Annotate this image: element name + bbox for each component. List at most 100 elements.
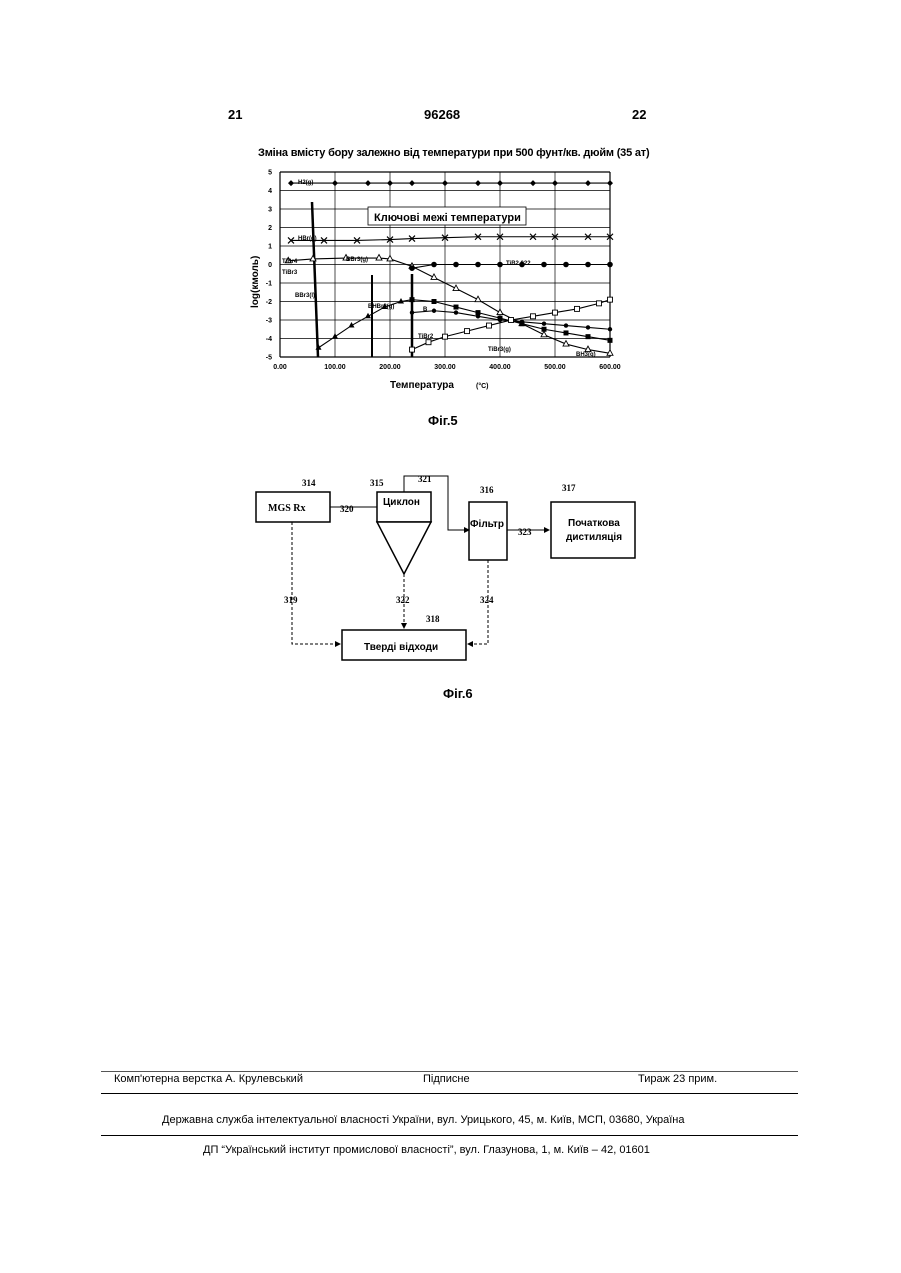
marker-s7-p7 xyxy=(564,330,569,335)
marker-s6-p8 xyxy=(586,325,590,329)
label-bhbr2: BHBr2(g) xyxy=(368,304,394,310)
marker-s5-p10 xyxy=(608,297,613,302)
marker-s5-p1 xyxy=(426,340,431,345)
x-tick-label: 0.00 xyxy=(273,364,287,371)
marker-s6-p2 xyxy=(454,310,458,314)
marker-s0-p11 xyxy=(607,180,613,186)
fig5-caption: Фіг.5 xyxy=(428,413,458,428)
x-tick-label: 200.00 xyxy=(379,364,401,371)
marker-s0-p9 xyxy=(552,180,558,186)
marker-s5-p9 xyxy=(597,301,602,306)
mgs-rx-label: MGS Rx xyxy=(268,503,306,514)
footer-office: Державна служба інтелектуальної власност… xyxy=(162,1114,685,1126)
label-hbr: HBr(g) xyxy=(298,236,317,242)
marker-s0-p5 xyxy=(442,180,448,186)
document-number: 96268 xyxy=(424,107,460,122)
filter-label: Фільтр xyxy=(470,519,504,530)
marker-s5-p3 xyxy=(465,329,470,334)
y-tick-label: 3 xyxy=(268,207,272,214)
x-tick-label: 400.00 xyxy=(489,364,511,371)
footer-rule-bottom xyxy=(101,1135,798,1136)
num-315: 315 xyxy=(370,478,384,488)
marker-s5-p8 xyxy=(575,306,580,311)
y-tick-label: 2 xyxy=(268,225,272,232)
line-319 xyxy=(292,522,340,644)
footer-rule-top xyxy=(101,1071,798,1072)
series-line-1 xyxy=(291,237,610,241)
marker-s3-p4 xyxy=(497,262,503,268)
marker-s6-p1 xyxy=(432,309,436,313)
x-tick-labels: 0.00100.00200.00300.00400.00500.00600.00 xyxy=(273,364,621,371)
page-number-right: 22 xyxy=(632,107,646,122)
marker-s7-p2 xyxy=(454,305,459,310)
label-bbr3l: BBr3(l) xyxy=(295,293,315,299)
cyclone-label: Циклон xyxy=(383,497,420,508)
marker-s3-p9 xyxy=(607,262,613,268)
y-axis-title: log(кмоль) xyxy=(250,256,261,308)
x-tick-label: 500.00 xyxy=(544,364,566,371)
y-tick-label: 1 xyxy=(268,244,272,251)
marker-s0-p10 xyxy=(585,180,591,186)
marker-s0-p2 xyxy=(365,180,371,186)
label-tibr4: TiBr4 xyxy=(282,259,298,265)
marker-s0-p1 xyxy=(332,180,338,186)
footer-signed: Підписне xyxy=(423,1073,470,1085)
marker-s5-p7 xyxy=(553,310,558,315)
marker-s7-p6 xyxy=(542,327,547,332)
chart-title: Зміна вмісту бору залежно від температур… xyxy=(258,147,649,159)
num-316: 316 xyxy=(480,485,494,495)
label-bbr3g: BBr3(g) xyxy=(346,257,368,263)
num-322: 322 xyxy=(396,595,410,605)
num-320: 320 xyxy=(340,504,354,514)
marker-s3-p0 xyxy=(409,265,415,271)
marker-s0-p3 xyxy=(387,180,393,186)
footer-layout-credit: Комп'ютерна верстка А. Крулевський xyxy=(114,1073,303,1085)
y-tick-label: -4 xyxy=(266,336,272,343)
marker-s6-p6 xyxy=(542,322,546,326)
chart-annotation: Ключові межі температури xyxy=(374,212,521,224)
label-b: B xyxy=(423,307,428,313)
y-tick-label: 4 xyxy=(268,188,272,195)
marker-s5-p4 xyxy=(487,323,492,328)
marker-s7-p9 xyxy=(608,338,613,343)
marker-s7-p5 xyxy=(520,321,525,326)
marker-s0-p6 xyxy=(475,180,481,186)
marker-s0-p7 xyxy=(497,180,503,186)
marker-s2-p4 xyxy=(387,255,393,261)
marker-s5-p2 xyxy=(443,334,448,339)
fig6-diagram: MGS Rx 314 Циклон 315 Фільтр 316 Початко… xyxy=(240,470,660,670)
y-tick-label: 0 xyxy=(268,262,272,269)
num-318: 318 xyxy=(426,614,440,624)
marker-s3-p7 xyxy=(563,262,569,268)
footer-circulation: Тираж 23 прим. xyxy=(638,1073,717,1085)
marker-s5-p0 xyxy=(410,347,415,352)
marker-s7-p1 xyxy=(432,299,437,304)
marker-s3-p3 xyxy=(475,262,481,268)
chart-markers xyxy=(285,180,613,355)
distillation-box xyxy=(551,502,635,558)
marker-s6-p7 xyxy=(564,323,568,327)
num-321: 321 xyxy=(418,474,432,484)
x-axis-unit: (°С) xyxy=(476,382,489,390)
distillation-label-1: Початкова xyxy=(568,518,620,529)
marker-s3-p2 xyxy=(453,262,459,268)
y-tick-labels: 543210-1-2-3-4-5 xyxy=(266,170,272,362)
marker-s7-p4 xyxy=(498,316,503,321)
fig6-caption: Фіг.6 xyxy=(443,686,473,701)
filter-box xyxy=(469,502,507,560)
y-tick-label: -2 xyxy=(266,299,272,306)
x-tick-label: 300.00 xyxy=(434,364,456,371)
page-number-left: 21 xyxy=(228,107,242,122)
marker-s6-p9 xyxy=(608,327,612,331)
marker-s3-p8 xyxy=(585,262,591,268)
marker-s3-p1 xyxy=(431,262,437,268)
y-tick-label: -5 xyxy=(266,355,272,362)
marker-s7-p8 xyxy=(586,334,591,339)
series-line-5 xyxy=(412,300,610,350)
label-tibr3g: TiBr3(g) xyxy=(488,347,511,353)
label-h2: H2(g) xyxy=(298,180,313,186)
num-324: 324 xyxy=(480,595,494,605)
marker-s7-p0 xyxy=(410,297,415,302)
y-tick-label: 5 xyxy=(268,170,272,177)
label-tibr3: TiBr3 xyxy=(282,270,298,276)
